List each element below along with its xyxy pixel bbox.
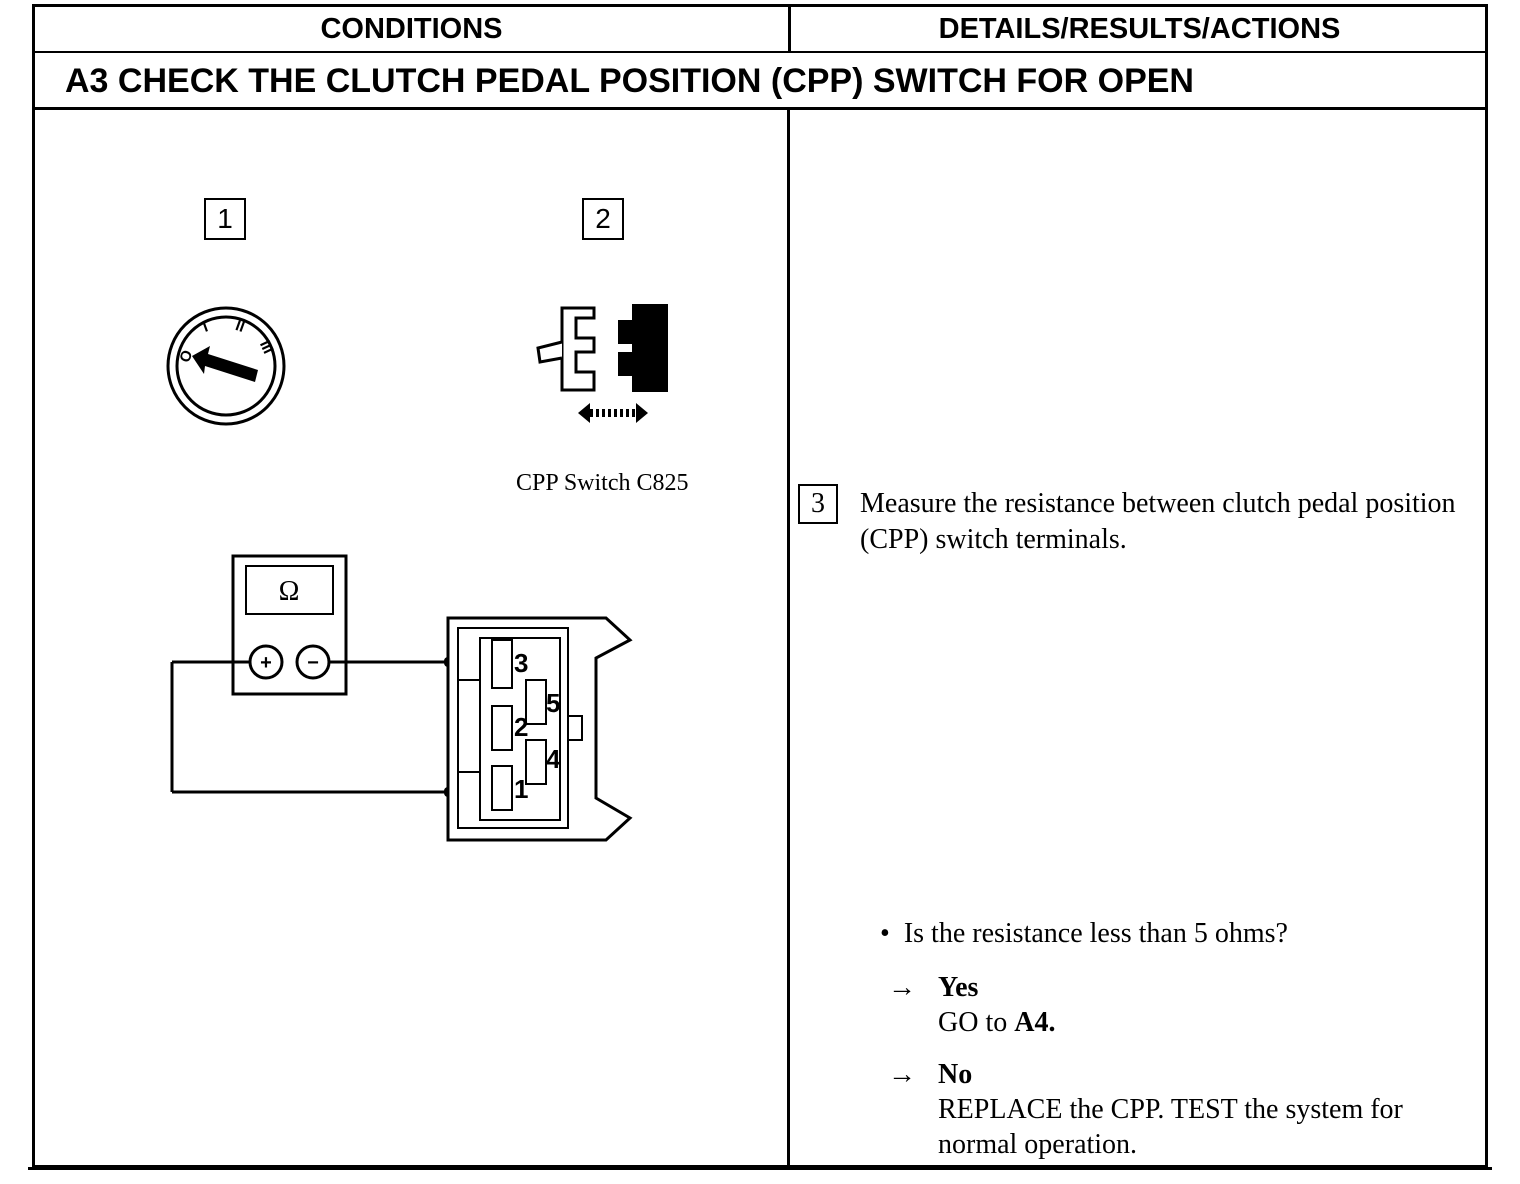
step-2-box: 2 (582, 198, 624, 240)
connector-disconnect-icon (536, 304, 668, 423)
arrow-icon: → (888, 1059, 916, 1090)
ignition-pos-1: I (201, 318, 211, 335)
answer-yes-action-text: GO to (938, 1007, 1015, 1038)
step-3-box: 3 (798, 484, 838, 524)
pin-label-1: 1 (514, 774, 528, 804)
answer-yes-action-target: A4. (1014, 1007, 1056, 1038)
details-header: DETAILS/RESULTS/ACTIONS (791, 7, 1488, 53)
meter-symbol: Ω (279, 576, 300, 607)
ignition-pos-0: O (176, 348, 196, 365)
answer-yes-action: GO to A4. (938, 1005, 1468, 1040)
ignition-pos-2: II (233, 317, 247, 336)
step-1-box: 1 (204, 198, 246, 240)
question-text: Is the resistance less than 5 ohms? (903, 918, 1288, 949)
result-question: • Is the resistance less than 5 ohms? (880, 918, 1288, 950)
pin-label-5: 5 (546, 688, 560, 718)
bullet: • (880, 918, 904, 949)
answer-no-action: REPLACE the CPP. TEST the system for nor… (938, 1094, 1403, 1160)
pin-label-2: 2 (514, 712, 528, 742)
answer-no-label: No (938, 1059, 973, 1090)
bottom-rule (28, 1167, 1492, 1170)
ignition-switch-icon: O I II III (166, 306, 286, 426)
connector-caption: CPP Switch C825 (516, 470, 689, 496)
step-title: A3 CHECK THE CLUTCH PEDAL POSITION (CPP)… (35, 53, 1485, 110)
pin-label-4: 4 (546, 744, 561, 774)
column-divider (787, 110, 790, 1168)
pin-label-3: 3 (514, 648, 528, 678)
meter-plus: + (260, 652, 272, 674)
meter-minus: − (307, 652, 319, 674)
diagnostic-table: CONDITIONS DETAILS/RESULTS/ACTIONS A3 CH… (32, 4, 1488, 1168)
conditions-header: CONDITIONS (35, 7, 791, 53)
answer-yes-label: Yes (938, 972, 979, 1003)
cpp-switch-connector-icon: 3 5 2 4 1 (446, 616, 633, 842)
step-3-instruction: Measure the resistance between clutch pe… (860, 488, 1456, 555)
ohmmeter-icon: Ω + − (231, 554, 348, 696)
arrow-icon: → (888, 972, 916, 1003)
